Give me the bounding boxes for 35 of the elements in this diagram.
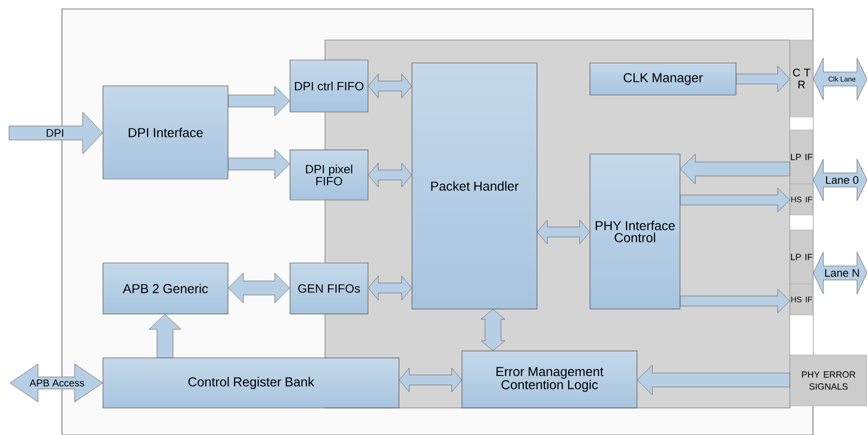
port-box: LP IF xyxy=(790,130,814,184)
port-box: HS IF xyxy=(790,284,814,316)
block-box: GEN FIFOs xyxy=(290,262,368,314)
port-box: LP IF xyxy=(790,230,814,284)
block-box: CLK Manager xyxy=(590,62,736,96)
block-arrow xyxy=(637,364,790,396)
block-box: Packet Handler xyxy=(412,62,538,310)
block-arrow xyxy=(8,112,103,154)
block-box: Error Management Contention Logic xyxy=(462,350,638,408)
block-arrow xyxy=(680,288,790,314)
block-box: DPI Interface xyxy=(102,86,228,180)
block-arrow xyxy=(680,188,790,212)
block-arrow xyxy=(148,314,182,358)
block-box: PHY Interface Control xyxy=(590,154,680,310)
block-arrow xyxy=(680,154,790,184)
block-arrow xyxy=(228,272,290,304)
block-box: Control Register Bank xyxy=(102,358,400,408)
block-arrow xyxy=(368,74,412,98)
block-arrow xyxy=(480,309,506,351)
block-arrow xyxy=(228,148,290,180)
block-arrow xyxy=(228,86,290,116)
block-box: DPI pixel FIFO xyxy=(290,150,368,200)
edge-label: DPI xyxy=(45,128,65,138)
edge-label: Lane 0 xyxy=(824,176,860,184)
port-box: C T R xyxy=(790,40,814,118)
block-arrow xyxy=(537,220,590,244)
port-box: HS IF xyxy=(790,184,814,216)
block-arrow xyxy=(368,162,412,188)
block-box: APB 2 Generic xyxy=(102,262,228,314)
block-arrow xyxy=(368,276,412,300)
edge-label: Lane N xyxy=(824,268,860,278)
block-arrow xyxy=(736,66,790,92)
block-box: DPI ctrl FIFO xyxy=(290,60,368,112)
block-arrow xyxy=(399,368,462,392)
port-box: PHY ERROR SIGNALS xyxy=(790,354,867,406)
